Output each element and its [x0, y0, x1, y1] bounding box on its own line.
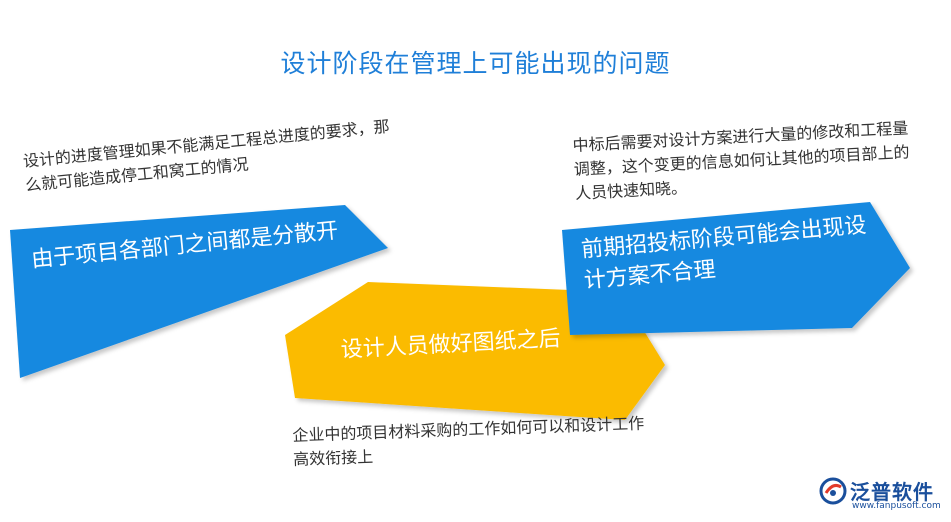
diagram-title: 设计阶段在管理上可能出现的问题: [280, 49, 671, 78]
logo-url: www.fanpusoft.com: [852, 501, 941, 511]
brand-logo: 泛普软件 www.fanpusoft.com: [818, 474, 948, 518]
logo-mark-icon: [819, 477, 847, 505]
arrow-step-1: [10, 205, 388, 378]
logo-name: 泛普软件: [850, 480, 934, 504]
arrow-step-3: [562, 202, 910, 335]
